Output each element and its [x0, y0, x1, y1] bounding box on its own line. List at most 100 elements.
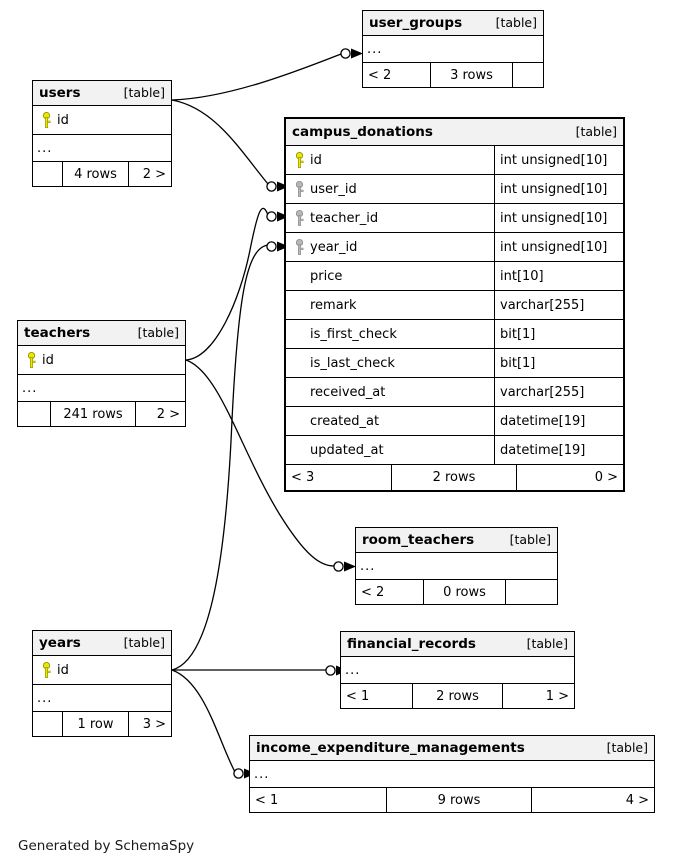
column-type: bit[1] [494, 349, 623, 377]
table-row[interactable]: remark varchar[255] [286, 291, 623, 320]
table-row[interactable]: id int unsigned[10] [286, 146, 623, 175]
table-row[interactable]: is_last_check bit[1] [286, 349, 623, 378]
column-type: varchar[255] [494, 291, 623, 319]
table-type-tag: [table] [606, 740, 648, 755]
edge-users-user_groups [171, 53, 342, 101]
column-name: id [42, 352, 54, 368]
generated-by-label: Generated by SchemaSpy [18, 838, 195, 854]
table-node-room-teachers[interactable]: room_teachers [table] ... < 2 0 rows [355, 527, 558, 605]
table-footer: 241 rows 2 > [18, 401, 185, 426]
table-node-campus-donations[interactable]: campus_donations [table] id int unsigned… [284, 117, 625, 492]
column-name: received_at [310, 384, 386, 400]
table-row[interactable]: id [18, 346, 185, 375]
collapsed-columns-ellipsis[interactable]: ... [18, 375, 185, 402]
table-node-years[interactable]: years [table] id ... 1 row 3 > [32, 630, 172, 737]
edge-users-campus_donations [171, 99, 269, 185]
column-type: int unsigned[10] [494, 204, 623, 232]
edge-endpoint-circle [333, 561, 344, 572]
footer-row-count: 2 rows [392, 465, 517, 490]
foreign-key-icon [292, 209, 306, 227]
table-title: teachers [24, 324, 91, 341]
column-name: price [310, 268, 343, 284]
foreign-key-icon [292, 238, 306, 256]
footer-children-count: 0 > [594, 470, 618, 485]
footer-parents-count: < 2 [356, 580, 424, 604]
column-name: id [57, 662, 69, 678]
table-row[interactable]: price int[10] [286, 262, 623, 291]
table-header: user_groups [table] [363, 11, 543, 36]
table-header: users [table] [33, 81, 171, 106]
table-title: room_teachers [362, 531, 475, 548]
table-row[interactable]: id [33, 656, 171, 685]
table-row[interactable]: user_id int unsigned[10] [286, 175, 623, 204]
edge-endpoint-circle [266, 241, 277, 252]
table-node-teachers[interactable]: teachers [table] id ... 241 rows 2 > [17, 320, 186, 427]
collapsed-columns-ellipsis[interactable]: ... [33, 135, 171, 162]
table-node-users[interactable]: users [table] id ... 4 rows 2 > [32, 80, 172, 187]
collapsed-columns-ellipsis[interactable]: ... [356, 553, 557, 580]
primary-key-icon [24, 351, 38, 369]
table-title: income_expenditure_managements [256, 739, 525, 756]
table-type-tag: [table] [137, 325, 179, 340]
column-type: varchar[255] [494, 378, 623, 406]
table-row[interactable]: received_at varchar[255] [286, 378, 623, 407]
table-header: years [table] [33, 631, 171, 656]
foreign-key-icon [292, 180, 306, 198]
table-type-tag: [table] [495, 15, 537, 30]
footer-parents-count [33, 162, 63, 186]
footer-children-count [513, 63, 543, 87]
table-row[interactable]: created_at datetime[19] [286, 407, 623, 436]
edge-endpoint-circle [233, 768, 244, 779]
footer-row-count: 241 rows [51, 402, 136, 426]
table-row[interactable]: updated_at datetime[19] [286, 436, 623, 465]
footer-parents-count: < 1 [250, 788, 387, 812]
primary-key-icon [39, 111, 53, 129]
table-row[interactable]: is_first_check bit[1] [286, 320, 623, 349]
footer-parents-count [18, 402, 51, 426]
table-type-tag: [table] [575, 124, 617, 139]
column-name: id [57, 112, 69, 128]
column-type: datetime[19] [494, 436, 623, 464]
edge-endpoint-circle [266, 181, 277, 192]
collapsed-columns-ellipsis[interactable]: ... [250, 761, 654, 788]
column-name: year_id [310, 239, 358, 255]
table-row[interactable]: id [33, 106, 171, 135]
footer-row-count: 4 rows [63, 162, 129, 186]
column-name: remark [310, 297, 357, 313]
table-title: users [39, 84, 81, 101]
footer-children-count [506, 580, 557, 604]
edge-years-campus_donations [171, 244, 269, 671]
table-footer: < 2 0 rows [356, 579, 557, 604]
table-node-financial-records[interactable]: financial_records [table] ... < 1 2 rows… [340, 631, 575, 709]
column-name: id [310, 152, 322, 168]
table-footer: 1 row 3 > [33, 711, 171, 736]
collapsed-columns-ellipsis[interactable]: ... [33, 685, 171, 712]
table-node-user-groups[interactable]: user_groups [table] ... < 2 3 rows [362, 10, 544, 88]
column-type: int unsigned[10] [494, 175, 623, 203]
footer-row-count: 1 row [63, 712, 129, 736]
table-header: income_expenditure_managements [table] [250, 736, 654, 761]
footer-parents-count: < 1 [341, 684, 413, 708]
column-name: teacher_id [310, 210, 379, 226]
table-title: campus_donations [292, 123, 433, 140]
column-type: int unsigned[10] [494, 146, 623, 174]
table-footer: 4 rows 2 > [33, 161, 171, 186]
table-row[interactable]: year_id int unsigned[10] [286, 233, 623, 262]
table-row[interactable]: teacher_id int unsigned[10] [286, 204, 623, 233]
table-header: financial_records [table] [341, 632, 574, 657]
table-title: user_groups [369, 14, 463, 31]
footer-row-count: 9 rows [387, 788, 532, 812]
table-title: years [39, 634, 81, 651]
column-type: bit[1] [494, 320, 623, 348]
collapsed-columns-ellipsis[interactable]: ... [363, 36, 543, 63]
table-node-income-expenditure-managements[interactable]: income_expenditure_managements [table] .… [249, 735, 655, 813]
collapsed-columns-ellipsis[interactable]: ... [341, 657, 574, 684]
column-name: user_id [310, 181, 357, 197]
footer-parents-count [33, 712, 63, 736]
table-header: teachers [table] [18, 321, 185, 346]
table-type-tag: [table] [123, 635, 165, 650]
column-type: int unsigned[10] [494, 233, 623, 261]
footer-children-count: 1 > [545, 688, 569, 704]
edge-teachers-campus_donations [185, 207, 269, 361]
